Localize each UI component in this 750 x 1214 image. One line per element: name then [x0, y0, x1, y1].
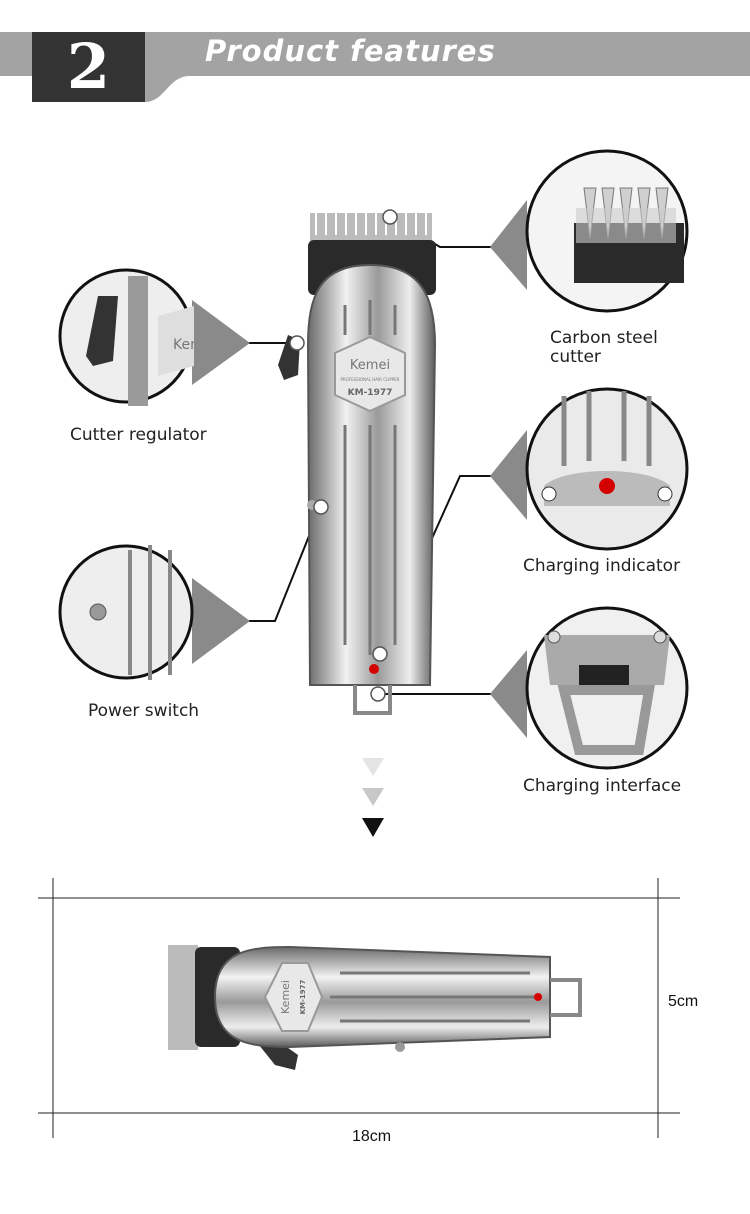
- dimension-lines: [38, 878, 680, 1138]
- detail-carbon-cutter: [525, 149, 689, 313]
- length-dimension: 18cm: [352, 1128, 392, 1145]
- model-label: KM-1977: [348, 388, 393, 398]
- clipper-side-image: Kemei KM-1977: [168, 945, 582, 1070]
- height-dimension: 5cm: [668, 993, 699, 1010]
- label-charging-interface: Charging interface: [523, 776, 682, 796]
- detail-power-switch: [58, 544, 194, 680]
- svg-text:PROFESSIONAL HAIR CLIPPER: PROFESSIONAL HAIR CLIPPER: [340, 377, 399, 382]
- svg-text:Kemei: Kemei: [279, 980, 292, 1014]
- label-charging-indicator: Charging indicator: [523, 556, 681, 576]
- svg-text:KM-1977: KM-1977: [299, 979, 307, 1014]
- svg-text:Kemei: Kemei: [173, 337, 194, 353]
- detail-cutter-regulator: Kemei: [58, 268, 194, 406]
- label-cutter-regulator: Cutter regulator: [70, 425, 207, 445]
- down-arrows-icon: [362, 758, 384, 837]
- callout-lines: [192, 200, 527, 738]
- brand-logo: Kemei: [350, 358, 390, 373]
- blade-teeth: [310, 213, 432, 243]
- detail-charging-interface: [525, 606, 689, 770]
- detail-charging-indicator: [525, 387, 689, 551]
- section-number: 2: [32, 32, 145, 102]
- section-title: Product features: [205, 34, 496, 68]
- label-power-switch: Power switch: [88, 701, 200, 721]
- charging-indicator-led: [369, 664, 379, 674]
- clipper-front-image: Kemei PROFESSIONAL HAIR CLIPPER KM-1977: [278, 209, 437, 715]
